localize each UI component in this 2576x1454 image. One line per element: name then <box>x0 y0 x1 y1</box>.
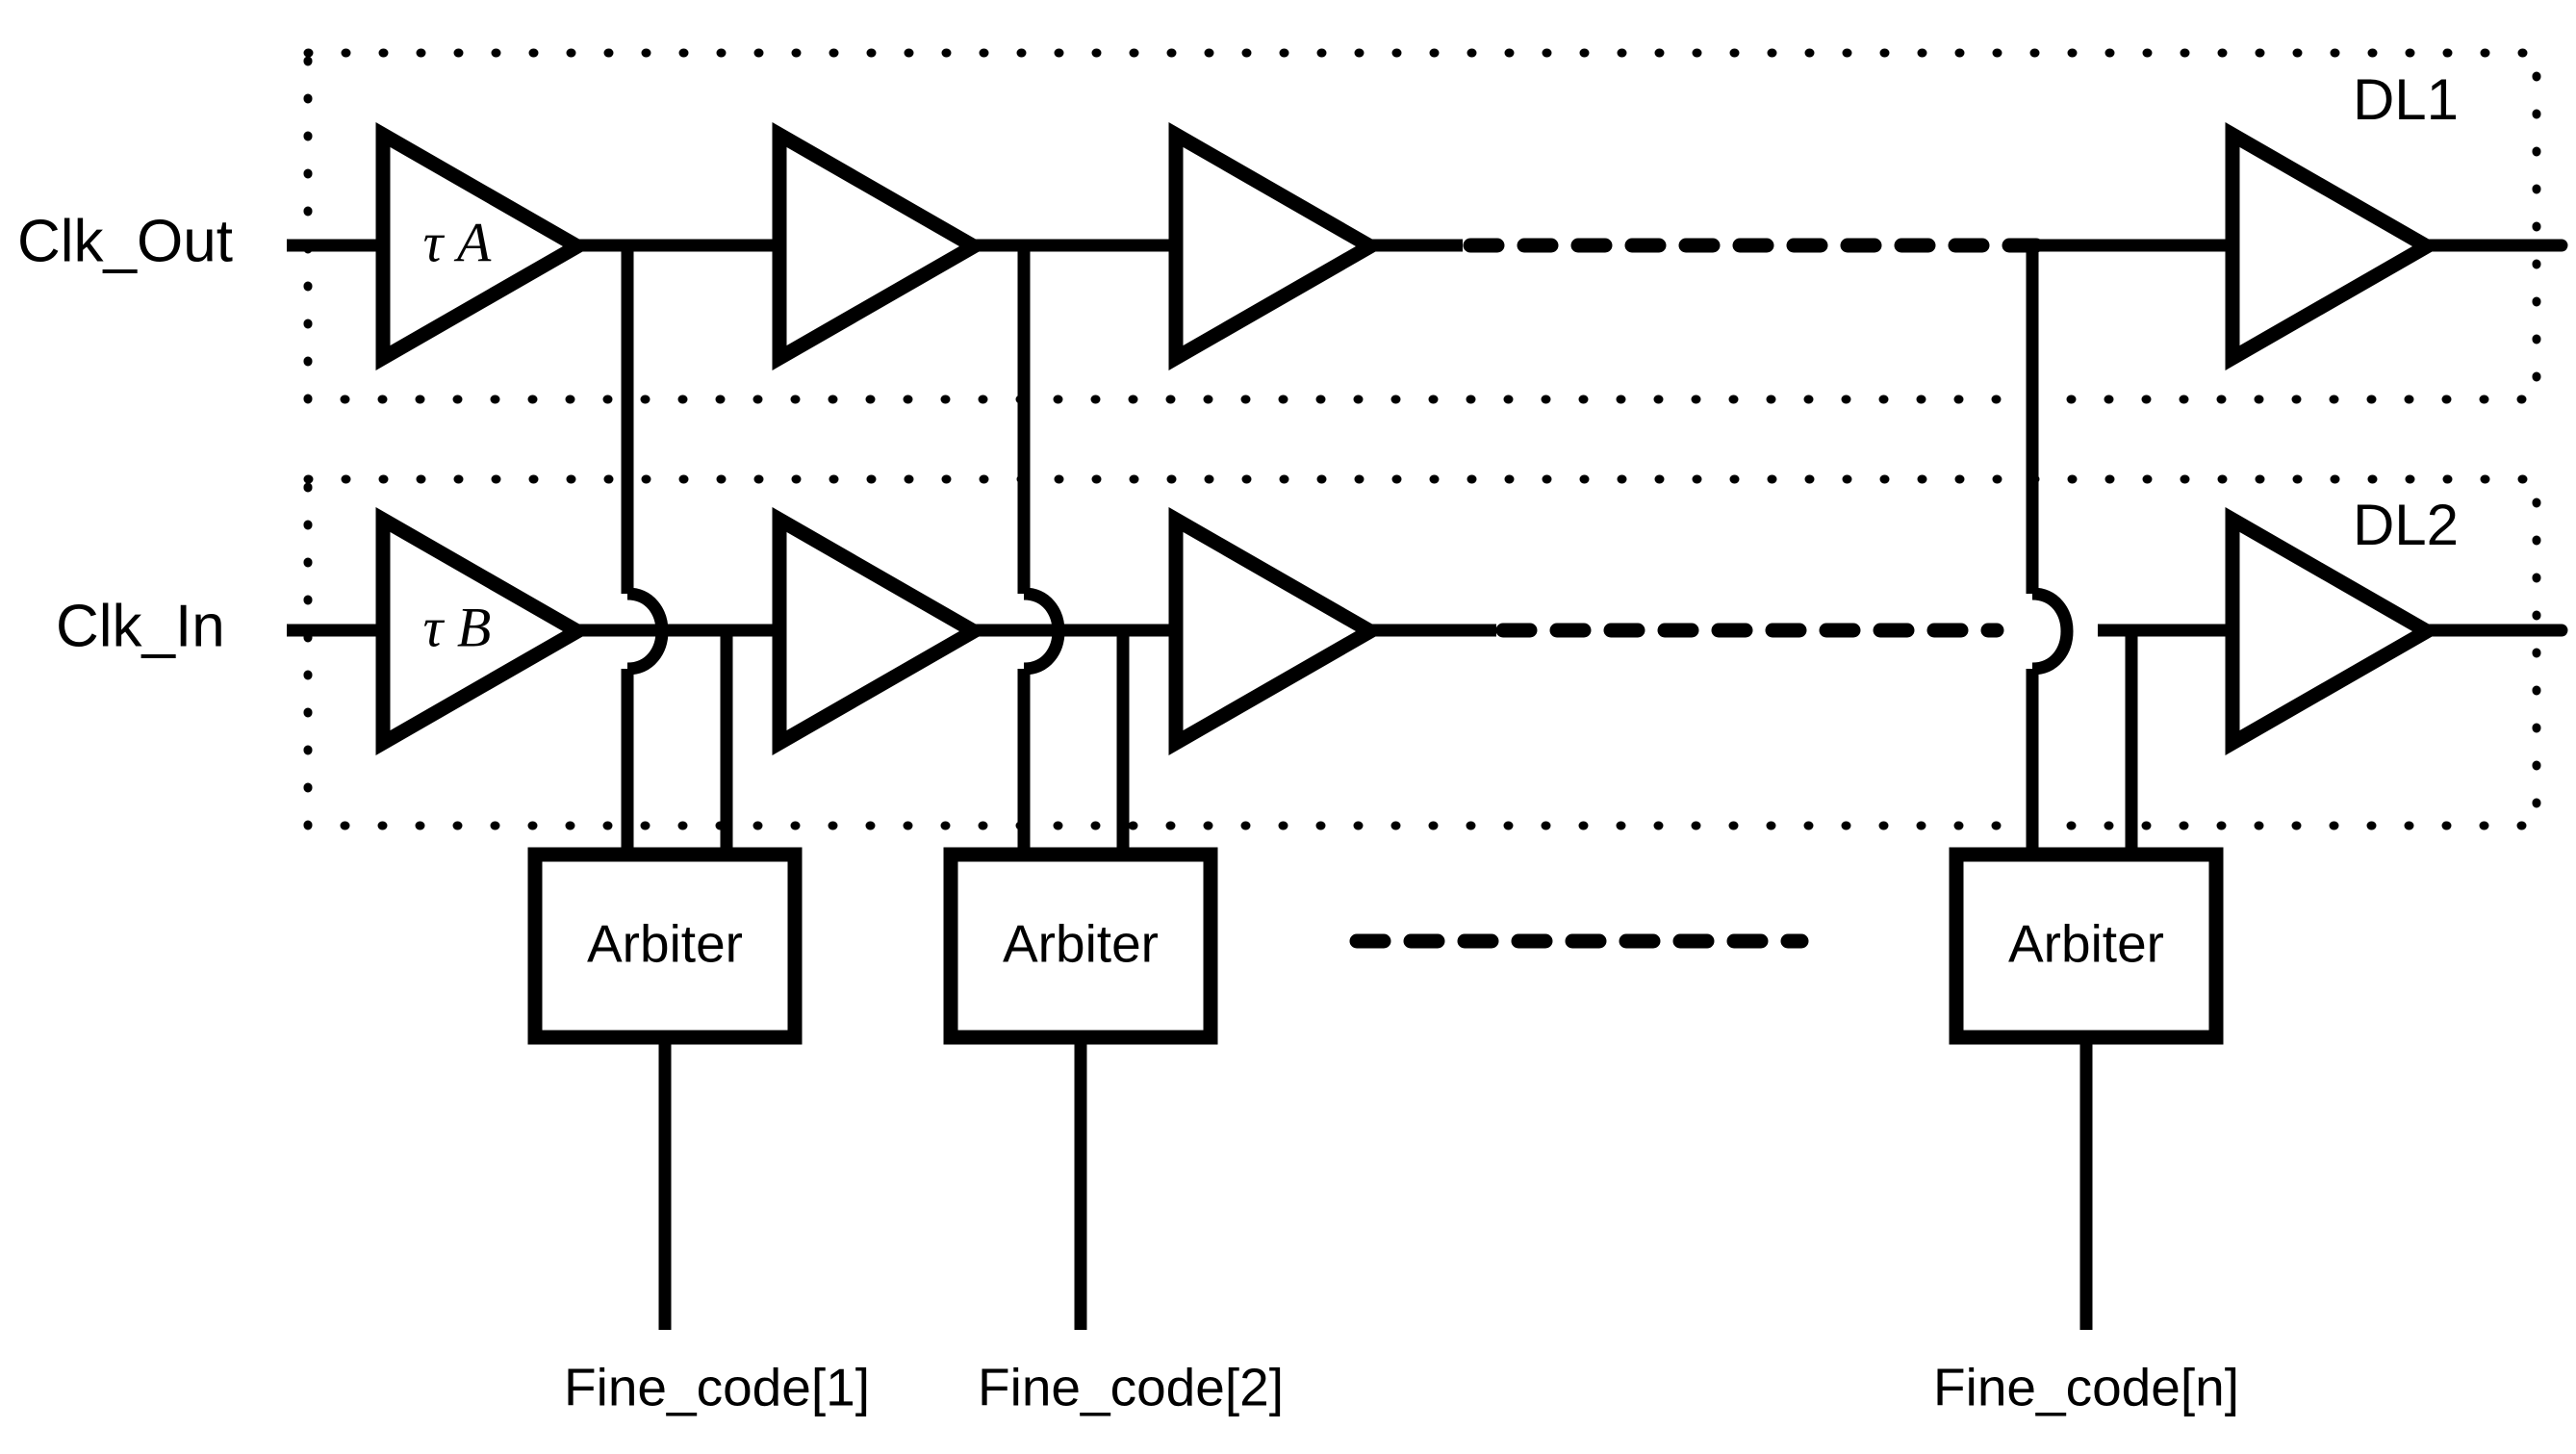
arbiter-1-label: Arbiter <box>587 914 743 974</box>
clk-in-label: Clk_In <box>56 593 225 659</box>
dl2-buffer-2 <box>772 507 989 755</box>
dl1-label: DL1 <box>2353 67 2459 132</box>
dl1-buffer-1-label: τ A <box>423 211 492 273</box>
dl1-buffer-1 <box>375 122 593 370</box>
arbiter-2-label: Arbiter <box>1003 914 1159 974</box>
arbiter-2-box[interactable] <box>943 847 1218 1045</box>
fine-code-1-label: Fine_code[1] <box>564 1358 870 1417</box>
dl2-buffer-1-label: τ B <box>423 596 492 658</box>
dl1-buffer-3 <box>1168 122 1386 370</box>
fine-code-2-label: Fine_code[2] <box>978 1358 1284 1417</box>
tap1-wire-hop <box>626 587 669 676</box>
dl2-buffer-3 <box>1168 507 1386 755</box>
dl2-label: DL2 <box>2353 493 2459 557</box>
fine-code-n-label: Fine_code[n] <box>1933 1358 2239 1417</box>
dl1-buffer-2 <box>772 122 989 370</box>
dl2-buffer-last <box>2225 507 2442 755</box>
arbiter-1-box[interactable] <box>527 847 803 1045</box>
tap2-wire-hop <box>1023 587 1065 676</box>
dl1-boundary-box <box>303 48 2541 404</box>
dl2-boundary-box <box>303 474 2541 830</box>
arbiter-n-label: Arbiter <box>2008 914 2164 974</box>
tapn-wire-hop <box>2031 587 2074 676</box>
dl2-buffer-1 <box>375 507 593 755</box>
dl1-buffer-last <box>2225 122 2442 370</box>
clk-out-label: Clk_Out <box>17 208 233 274</box>
